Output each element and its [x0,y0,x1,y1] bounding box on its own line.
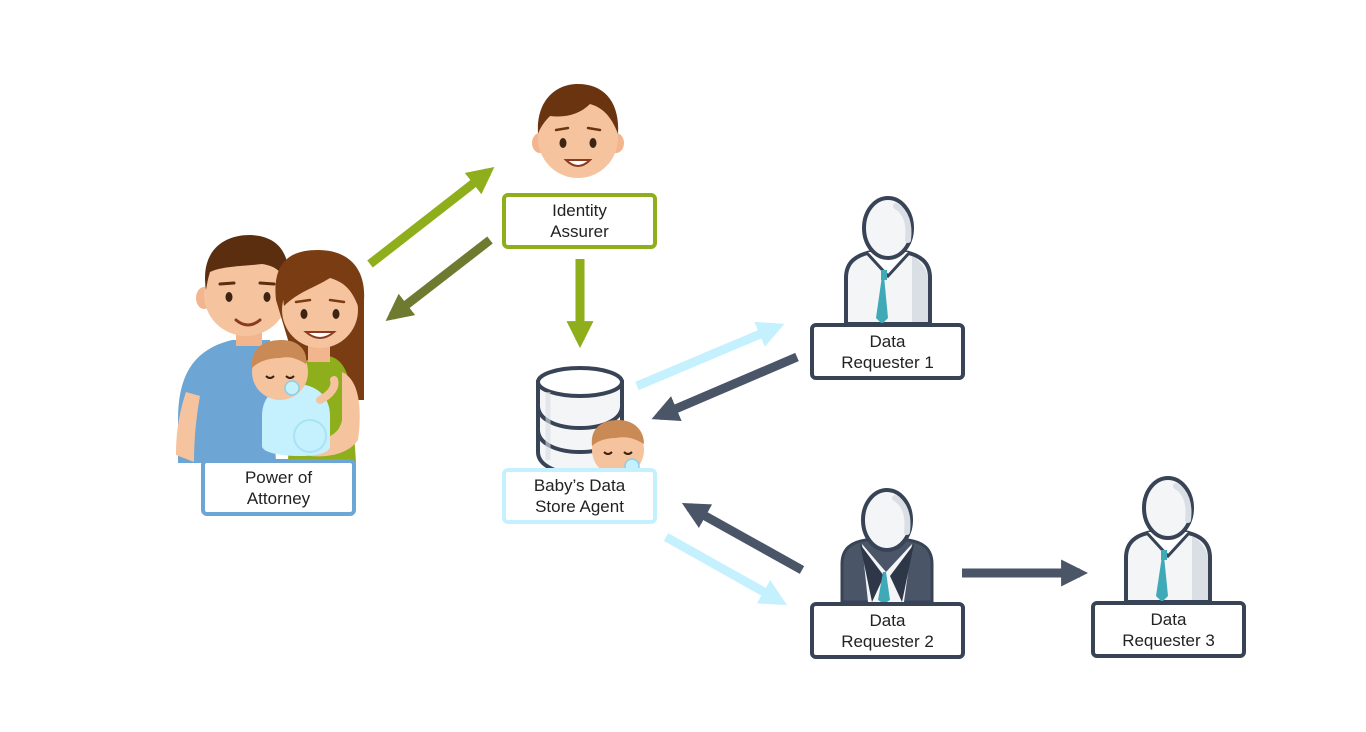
arrows [367,167,1089,605]
data-requester-3-label-line2: Requester 3 [1122,630,1215,650]
business-person-icon [844,196,932,326]
identity-assurer-label-line2: Assurer [550,222,609,241]
data-requester-2-label-line2: Requester 2 [841,631,934,651]
arrow-attorney-to-identity [367,167,495,268]
database-with-baby-icon [536,366,644,477]
data-store-agent-label-line2: Store Agent [535,497,624,516]
data-requester-2-label-line1: Data [869,610,906,630]
power-of-attorney-label-line2: Attorney [246,488,311,508]
data-store-agent-label-line1: Baby’s Data [533,476,626,495]
data-requester-1-label-line1: Data [869,331,906,351]
family-with-baby-icon [176,235,365,463]
person-face-icon [532,84,624,178]
arrow-requester-1-to-store [651,352,799,421]
business-person-suit-icon [840,488,934,604]
identity-assurer-label-line1: Identity [552,201,607,220]
arrow-store-to-requester-2 [663,533,788,605]
data-requester-1-label-line2: Requester 1 [841,352,934,372]
power-of-attorney-box: Power of Attorney [201,459,356,516]
arrow-identity-to-attorney [385,236,493,321]
identity-assurer-box: Identity Assurer [502,193,657,249]
arrow-requester-2-to-store [681,503,805,574]
arrow-store-to-requester-1 [635,321,785,391]
data-requester-1-box: Data Requester 1 [810,323,965,380]
data-store-agent-box: Baby’s Data Store Agent [502,468,657,524]
data-requester-3-label-line1: Data [1150,609,1187,629]
business-person-icon [1124,476,1212,604]
data-requester-2-box: Data Requester 2 [810,602,965,659]
data-requester-3-box: Data Requester 3 [1091,601,1246,658]
power-of-attorney-label-line1: Power of [244,467,313,487]
